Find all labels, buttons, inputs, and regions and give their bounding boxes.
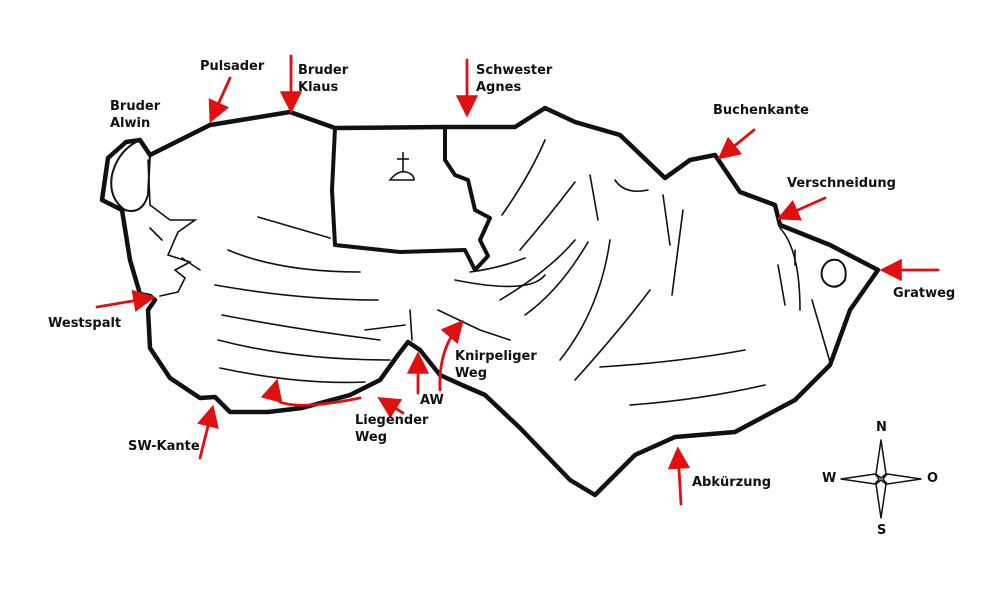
route-label-knirpeliger-weg: Knirpeliger Weg <box>455 349 537 381</box>
summit-cross-icon <box>388 152 415 181</box>
summit-block <box>330 127 492 272</box>
compass-east-label: O <box>927 471 939 486</box>
arrow-liegender-weg-2 <box>377 397 405 419</box>
arrow-abkuerzung <box>667 446 691 506</box>
route-label-aw: AW <box>420 393 444 408</box>
compass-west-label: W <box>822 471 837 486</box>
route-label-sw-kante: SW-Kante <box>128 439 200 454</box>
arrow-sw-kante <box>197 404 219 460</box>
route-label-bruder-alwin: Bruder Alwin <box>110 99 161 131</box>
compass-north-label: N <box>876 420 887 435</box>
arrow-pulsader <box>208 76 232 124</box>
compass-south-label: S <box>877 523 887 538</box>
rock-outline <box>99 105 881 498</box>
arrow-knirpeliger-weg <box>438 319 464 392</box>
west-knob <box>110 139 151 212</box>
route-label-schwester-agnes: Schwester Agnes <box>476 63 553 95</box>
route-label-verschneidung: Verschneidung <box>787 176 896 191</box>
route-label-bruder-klaus: Bruder Klaus <box>298 63 349 95</box>
compass-rose-icon <box>840 439 922 519</box>
arrow-verschneidung <box>776 196 827 221</box>
rock-hole <box>820 258 847 288</box>
route-label-liegender-weg: Liegender Weg <box>355 413 429 445</box>
arrow-buchenkante <box>717 128 756 160</box>
arrow-liegender-weg <box>260 378 362 407</box>
route-label-abkuerzung: Abkürzung <box>692 475 772 490</box>
route-label-gratweg: Gratweg <box>893 286 956 301</box>
route-label-westspalt: Westspalt <box>48 316 122 331</box>
rock-texture <box>147 139 831 406</box>
route-label-pulsader: Pulsader <box>200 59 265 74</box>
route-arrows <box>95 54 940 506</box>
route-label-buchenkante: Buchenkante <box>713 103 809 118</box>
arrow-westspalt <box>95 289 156 312</box>
